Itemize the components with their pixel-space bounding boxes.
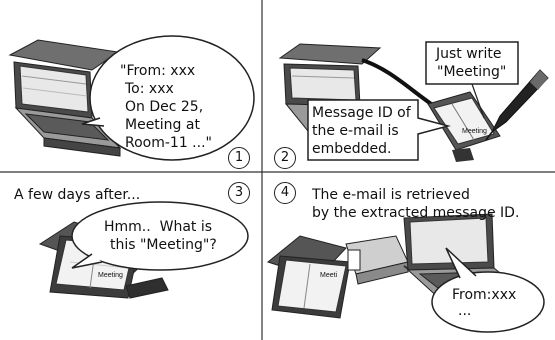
panel-4-caption-line-2: by the extracted message ID. xyxy=(312,204,519,222)
panel-3-caption: A few days after... xyxy=(14,186,140,204)
email-bubble-line-2: To: xxx xyxy=(125,80,174,98)
email-bubble-line-4: Meeting at xyxy=(125,116,200,134)
question-bubble-line-1: Hmm.. What is xyxy=(104,218,212,236)
planner-4 xyxy=(268,236,350,318)
planner-4-word: Meeti xyxy=(320,272,337,279)
note-line-1: Just write xyxy=(436,45,501,63)
retrieved-bubble-line-2: ... xyxy=(458,302,471,320)
planner-2-word: Meeting xyxy=(462,128,487,135)
message-id-line-3: embedded. xyxy=(312,140,391,158)
step-number-1: 1 xyxy=(228,147,250,169)
step-number-3: 3 xyxy=(228,182,250,204)
scanner-device xyxy=(346,236,408,284)
message-id-line-1: Message ID of xyxy=(312,104,411,122)
email-bubble-line-3: On Dec 25, xyxy=(125,98,203,116)
panel-4-caption-line-1: The e-mail is retrieved xyxy=(312,186,470,204)
note-line-2: "Meeting" xyxy=(437,63,506,81)
planner-3-word: Meeting xyxy=(98,272,123,279)
step-number-2: 2 xyxy=(274,147,296,169)
step-number-4: 4 xyxy=(274,182,296,204)
message-id-line-2: the e-mail is xyxy=(312,122,399,140)
question-bubble-line-2: this "Meeting"? xyxy=(110,236,217,254)
email-bubble-line-5: Room-11 ..." xyxy=(125,134,212,152)
email-bubble-line-1: "From: xxx xyxy=(120,62,195,80)
